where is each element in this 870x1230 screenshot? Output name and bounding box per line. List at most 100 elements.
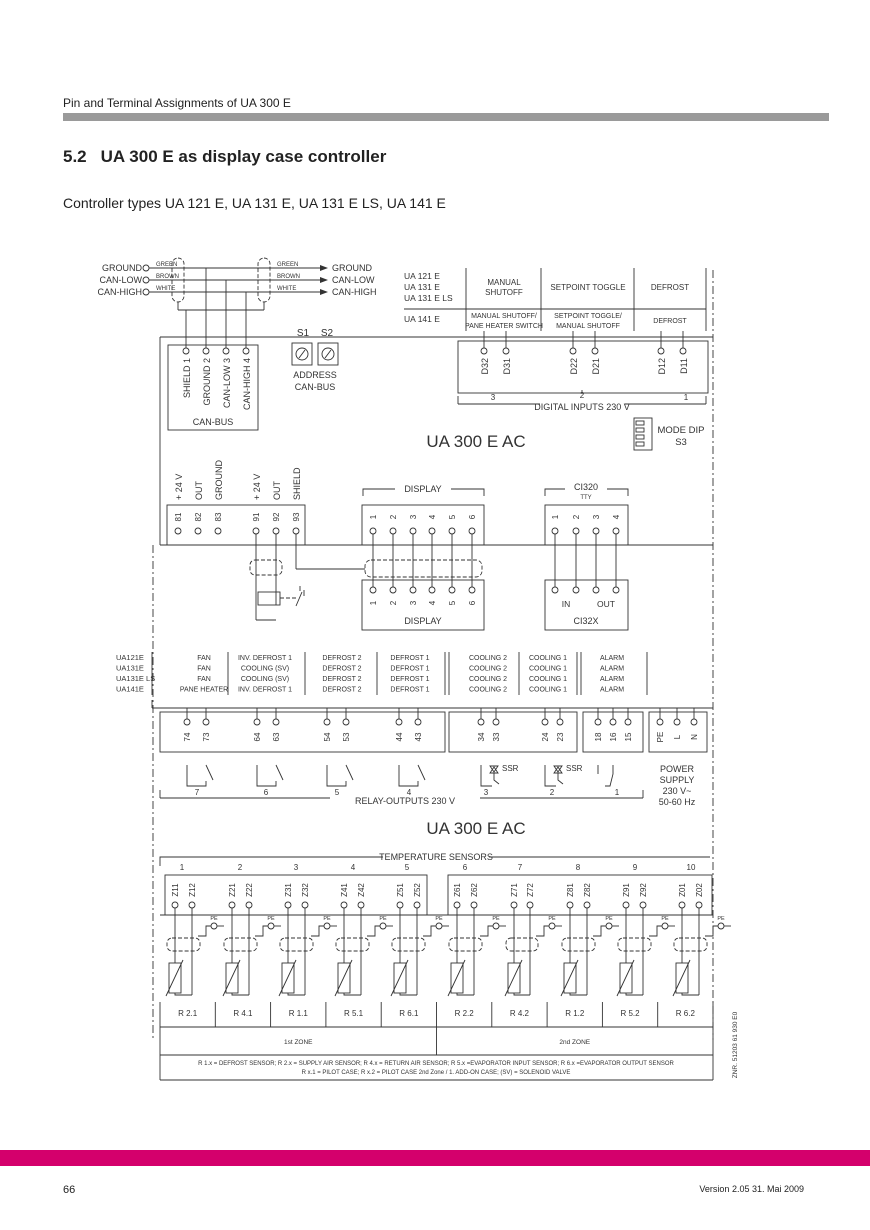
relay-contact-icon bbox=[326, 765, 347, 787]
relay-function-label: COOLING 1 bbox=[529, 687, 567, 694]
relay-function-label: PANE HEATER bbox=[180, 687, 228, 694]
supply-function-label: OUT bbox=[272, 481, 282, 501]
terminal-icon bbox=[541, 718, 549, 726]
rotary-switch-icon bbox=[291, 342, 313, 366]
sensor-terminal-label: Z31 bbox=[284, 883, 293, 897]
relay-group-number: 1 bbox=[615, 788, 620, 797]
relay-function-label: COOLING 2 bbox=[469, 655, 507, 662]
terminal-icon bbox=[253, 718, 261, 726]
terminal-icon bbox=[592, 586, 600, 594]
terminal-icon bbox=[639, 901, 647, 909]
terminal-icon bbox=[591, 347, 599, 355]
terminal-icon bbox=[245, 901, 253, 909]
terminal-icon bbox=[453, 901, 461, 909]
terminal-icon bbox=[556, 718, 564, 726]
address-label: ADDRESS bbox=[293, 370, 337, 380]
pe-label: PE bbox=[379, 916, 387, 922]
terminal-icon bbox=[480, 347, 488, 355]
display-pin-number: 6 bbox=[468, 514, 477, 519]
thermistor-slope bbox=[165, 959, 184, 997]
sensor-terminal-label: Z42 bbox=[357, 883, 366, 897]
terminal-icon bbox=[369, 586, 377, 594]
relay-function-label: ALARM bbox=[600, 687, 624, 694]
sensor-ref-cell: R 4.2 bbox=[510, 1009, 530, 1018]
pe-wire bbox=[536, 925, 549, 937]
digital-input-function: MANUAL bbox=[487, 278, 521, 287]
terminal-icon bbox=[612, 586, 620, 594]
ssr-block bbox=[448, 711, 578, 753]
relay-switch bbox=[417, 764, 426, 781]
digital-input-function: DEFROST bbox=[651, 283, 689, 292]
sensor-ref-cell: R 1.1 bbox=[289, 1009, 309, 1018]
terminal-icon bbox=[656, 718, 664, 726]
display-unit-pin-number: 5 bbox=[448, 600, 457, 605]
relay-function-label: ALARM bbox=[600, 666, 624, 673]
display-port-label: DISPLAY bbox=[404, 484, 441, 494]
terminal-icon bbox=[182, 347, 190, 355]
digital-input-function: DEFROST bbox=[653, 318, 687, 325]
footer-accent-bar bbox=[0, 1150, 870, 1166]
section-title: UA 300 E as display case controller bbox=[100, 147, 387, 166]
sensor-terminal-label: Z62 bbox=[470, 883, 479, 897]
digital-input-function: PANE HEATER SWITCH bbox=[465, 323, 543, 330]
relay-function-label: COOLING 2 bbox=[469, 687, 507, 694]
sensor-shield-icon bbox=[448, 937, 483, 952]
relay-outputs-label: RELAY-OUTPUTS 230 V bbox=[355, 796, 455, 806]
ssr-icon bbox=[480, 765, 500, 787]
display-unit-pin-number: 2 bbox=[389, 600, 398, 605]
switch-label-s1: S1 bbox=[297, 328, 310, 339]
sensor-channel-number: 5 bbox=[405, 863, 410, 872]
relay-group-number: 3 bbox=[484, 788, 489, 797]
ci320-pin-number: 4 bbox=[612, 514, 621, 519]
display-port-block bbox=[361, 504, 485, 546]
sensor-terminal-label: Z21 bbox=[228, 883, 237, 897]
page-number: 66 bbox=[63, 1184, 76, 1196]
sensor-bracket bbox=[159, 856, 383, 866]
dip-slider-icon bbox=[635, 441, 645, 447]
sensor-return-wire bbox=[343, 993, 361, 996]
pe-label: PE bbox=[267, 916, 275, 922]
terminal-icon bbox=[428, 586, 436, 594]
pe-terminal-icon bbox=[210, 922, 218, 930]
sensor-terminal-label: Z61 bbox=[453, 883, 462, 897]
sensor-terminal-label: Z71 bbox=[510, 883, 519, 897]
terminal-icon bbox=[448, 586, 456, 594]
sensor-ref-cell: R 5.1 bbox=[344, 1009, 364, 1018]
thermistor-slope bbox=[504, 959, 523, 997]
supply-terminal-number: 81 bbox=[174, 512, 183, 521]
cable-label-left: CAN-HIGH bbox=[98, 287, 143, 297]
can-bus-terminal-label: GROUND 2 bbox=[202, 358, 212, 406]
sensor-return-wire bbox=[399, 993, 417, 996]
ci320-bracket bbox=[544, 488, 629, 496]
terminal-icon bbox=[174, 527, 182, 535]
legend-note: R x.1 = PILOT CASE; R x.2 = PILOT CASE 2… bbox=[302, 1070, 571, 1076]
sensor-terminal-label: Z11 bbox=[171, 883, 180, 897]
relay-terminal-label: 63 bbox=[272, 732, 281, 741]
supply-function-label: + 24 V bbox=[252, 474, 262, 500]
relay-group-number: 2 bbox=[550, 788, 555, 797]
digital-input-terminal-label: D21 bbox=[591, 358, 601, 375]
supply-terminal-number: 92 bbox=[272, 512, 281, 521]
cable-terminal-icon bbox=[142, 288, 150, 296]
terminal-icon bbox=[583, 901, 591, 909]
terminal-icon bbox=[194, 527, 202, 535]
page-subtitle: Controller types UA 121 E, UA 131 E, UA … bbox=[63, 195, 446, 211]
sensor-shield-icon bbox=[279, 937, 314, 952]
rotary-pointer bbox=[324, 349, 332, 359]
relay-terminal-label: 18 bbox=[594, 732, 603, 741]
pe-wire bbox=[311, 925, 324, 937]
ci320-pin-number: 1 bbox=[551, 514, 560, 519]
relay-function-label: COOLING (SV) bbox=[241, 666, 289, 673]
terminal-icon bbox=[183, 718, 191, 726]
sensor-block-2 bbox=[447, 874, 713, 916]
pe-terminal-icon bbox=[661, 922, 669, 930]
power-supply-label: 50-60 Hz bbox=[659, 797, 696, 807]
arrow-icon bbox=[320, 265, 328, 271]
ci32x-out-label: OUT bbox=[597, 599, 615, 609]
can-bus-block bbox=[167, 344, 259, 431]
relay-terminal-label: 53 bbox=[342, 732, 351, 741]
ci320-block bbox=[544, 504, 629, 546]
pe-label: PE bbox=[435, 916, 443, 922]
relay-terminal-label: 33 bbox=[492, 732, 501, 741]
relay-terminal-label: L bbox=[673, 734, 682, 739]
